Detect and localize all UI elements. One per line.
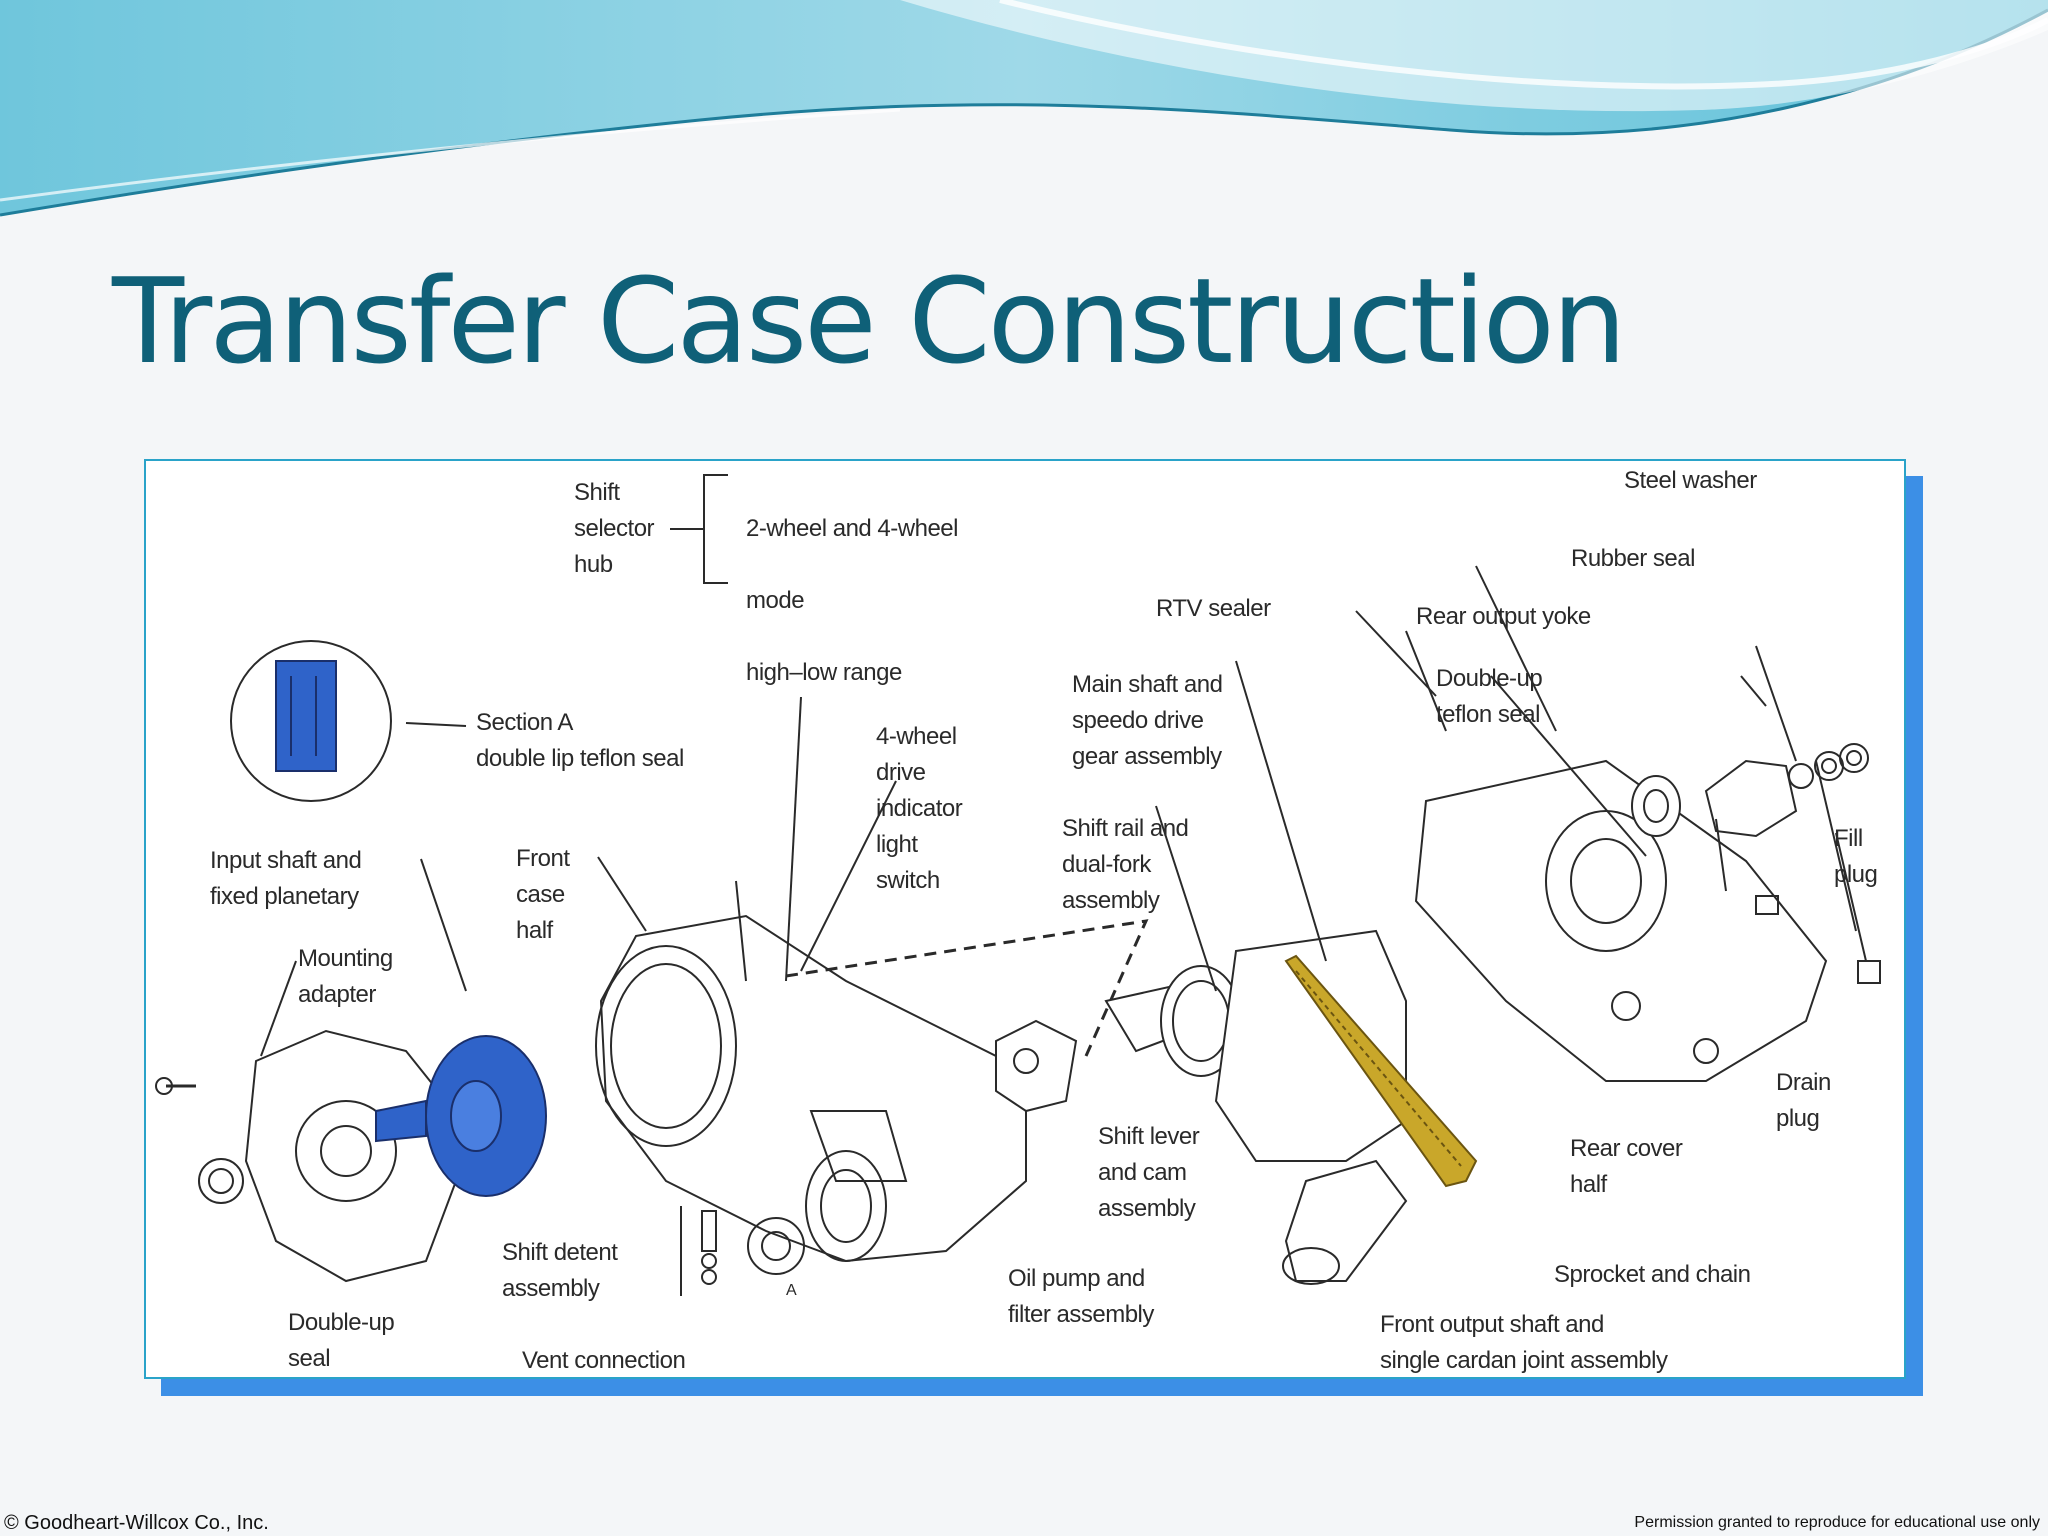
shift-selector-mode-list: 2-wheel and 4-wheel mode high–low range: [746, 475, 958, 727]
drain-plug-part: [1857, 960, 1881, 984]
rear-output-yoke-label: Rear output yoke: [1416, 603, 1591, 630]
rear-cover-half-label: Rear cover half: [1570, 1135, 1683, 1198]
front-output-shaft-label: Front output shaft and single cardan joi…: [1380, 1311, 1668, 1374]
drain-plug-label: Drain plug: [1776, 1069, 1831, 1132]
shift-detent-label: Shift detent assembly: [502, 1239, 618, 1302]
exploded-view-drawing: [155, 474, 1881, 1296]
shift-mode-item: mode: [746, 587, 805, 614]
rtv-sealer-label: RTV sealer: [1156, 595, 1271, 622]
rubber-seal-label: Rubber seal: [1571, 545, 1695, 572]
shift-lever-label: Shift lever and cam assembly: [1098, 1123, 1200, 1222]
front-case-half-part: [599, 914, 1027, 1263]
double-up-seal-part: [198, 1158, 244, 1204]
fill-plug-part: [1755, 895, 1779, 915]
section-a-seal: [275, 660, 337, 772]
shift-mode-item: high–low range: [746, 659, 902, 686]
double-up-teflon-seal-part: [1631, 775, 1681, 837]
permission-notice: Permission granted to reproduce for educ…: [1634, 1514, 2040, 1531]
slide-title: Transfer Case Construction: [112, 252, 1627, 390]
copyright-notice: © Goodheart-Willcox Co., Inc.: [4, 1512, 269, 1534]
rear-output-yoke-part: [1704, 759, 1798, 838]
shift-rail-label: Shift rail and dual-fork assembly: [1062, 815, 1189, 914]
four-wheel-switch-label: 4-wheel drive indicator light switch: [876, 723, 963, 894]
oil-pump-label: Oil pump and filter assembly: [1008, 1265, 1154, 1328]
input-shaft-label: Input shaft and fixed planetary: [210, 847, 362, 910]
section-a-label: Section A double lip teflon seal: [476, 709, 684, 772]
double-up-teflon-seal-label: Double-up teflon seal: [1436, 665, 1543, 728]
fill-plug-label: Fill plug: [1834, 825, 1878, 888]
sprocket-chain-label: Sprocket and chain: [1554, 1261, 1751, 1288]
steel-washer-part: [1839, 743, 1869, 773]
rubber-seal-part: [1788, 763, 1814, 789]
front-output-shaft-part: [1284, 1159, 1408, 1282]
main-shaft-label: Main shaft and speedo drive gear assembl…: [1072, 671, 1223, 770]
sprocket-chain: [1284, 954, 1478, 1188]
mounting-adapter-part: [244, 1029, 458, 1283]
transfer-case-diagram: Shift selector hub 2-wheel and 4-wheel m…: [144, 459, 1906, 1379]
front-case-half-label: Front case half: [516, 845, 570, 944]
vent-connection-label: Vent connection: [522, 1347, 686, 1374]
shift-selector-hub-label: Shift selector hub: [574, 479, 655, 578]
shift-mode-item: 2-wheel and 4-wheel: [746, 515, 958, 542]
steel-washer-label: Steel washer: [1624, 467, 1757, 494]
section-a-marker: A: [786, 1282, 797, 1299]
mounting-adapter-label: Mounting adapter: [298, 945, 393, 1008]
double-up-seal-label: Double-up seal: [288, 1309, 395, 1372]
header-wave-decoration: [0, 0, 2048, 217]
